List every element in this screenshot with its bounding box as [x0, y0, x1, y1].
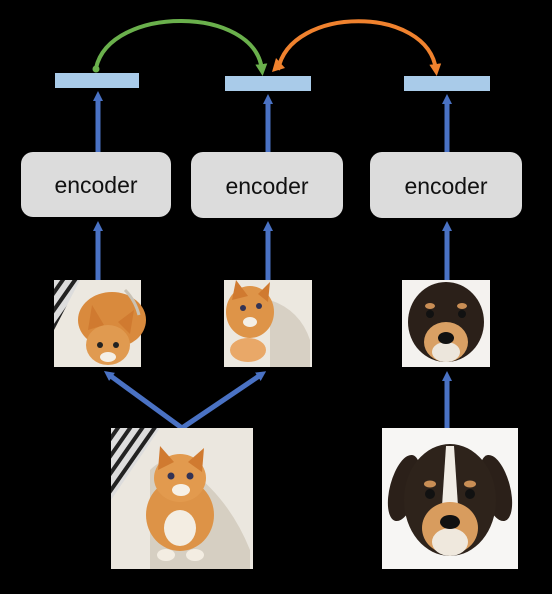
arrow-cat-to-crop1 [103, 371, 184, 431]
dog-crop-image [402, 280, 490, 367]
cat-crop-2-image [224, 280, 312, 367]
encoder-3: encoder [370, 152, 522, 218]
dog-full-image [382, 428, 518, 569]
encoder-2-label: encoder [225, 173, 308, 199]
encoder-2: encoder [191, 152, 343, 218]
encoder-1: encoder [21, 152, 171, 217]
embedding-bar-2 [225, 76, 311, 91]
encoder-1-label: encoder [54, 172, 137, 198]
arrow-cat-to-crop2 [180, 371, 267, 431]
encoder-3-label: encoder [404, 173, 487, 199]
embedding-bar-1 [55, 73, 139, 88]
cat-full-image [111, 428, 253, 569]
cat-crop-1-image [54, 280, 146, 367]
negative-arc-start-head [272, 58, 285, 72]
positive-arc-start-dot [92, 65, 100, 73]
negative-pair-arc [276, 19, 442, 76]
embedding-bar-3 [404, 76, 490, 91]
positive-pair-arc [94, 19, 268, 76]
